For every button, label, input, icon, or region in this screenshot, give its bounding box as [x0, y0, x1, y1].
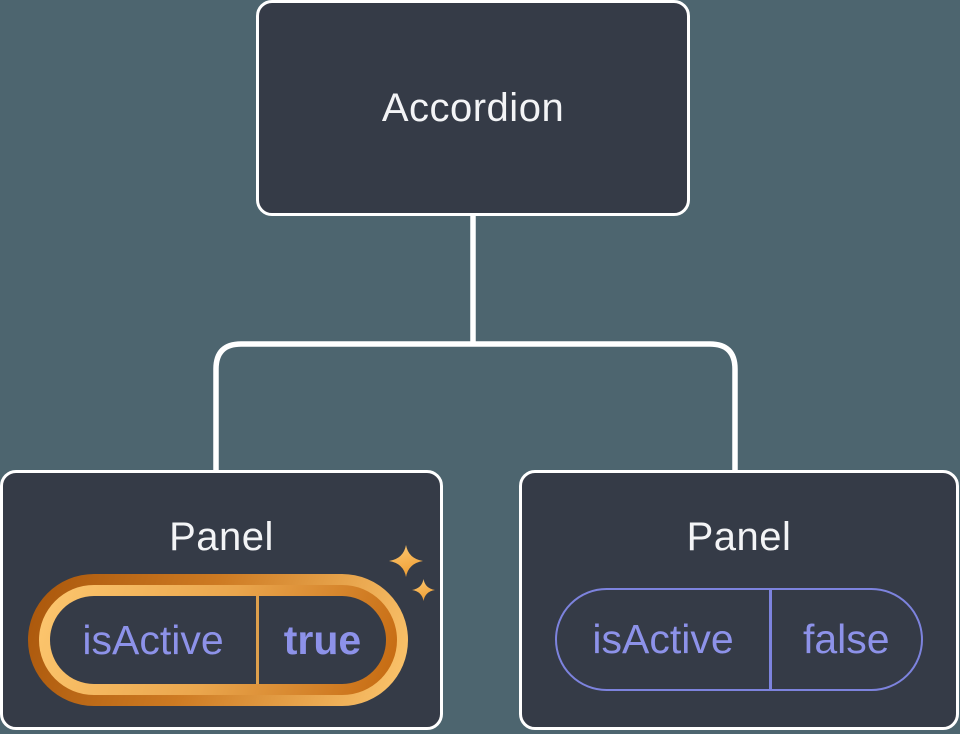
state-pill-active: isActive true	[50, 596, 386, 684]
pill-divider	[769, 590, 772, 689]
node-title: Accordion	[381, 86, 565, 130]
state-key: isActive	[82, 616, 224, 663]
state-key: isActive	[592, 616, 734, 662]
node-title: Panel	[686, 515, 792, 559]
node-panel-active: Panel isActive true	[0, 470, 443, 730]
pill-divider	[256, 596, 259, 684]
node-accordion: Accordion	[256, 0, 690, 216]
state-value: true	[283, 616, 362, 663]
state-value: false	[802, 616, 890, 662]
node-title: Panel	[169, 515, 274, 559]
state-pill-active-inner-ring: isActive true	[39, 585, 397, 695]
state-pill-inactive: isActive false	[555, 588, 923, 691]
state-pill-active-highlight-ring: isActive true	[28, 574, 408, 706]
node-panel-inactive: Panel isActive false	[519, 470, 959, 730]
